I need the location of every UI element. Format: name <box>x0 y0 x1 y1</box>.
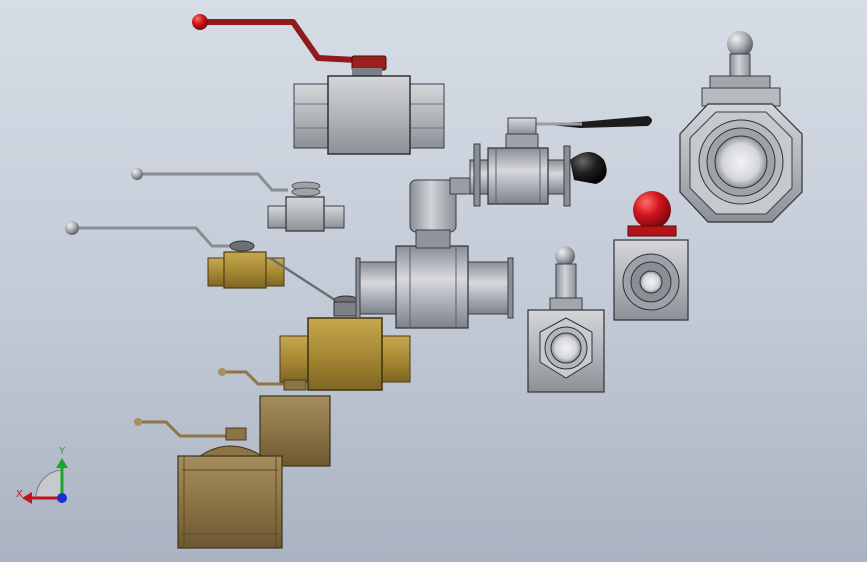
body-icon <box>279 295 411 391</box>
gray-knob-icon[interactable] <box>555 246 577 305</box>
ball-valve-red-lever[interactable] <box>192 14 445 155</box>
wire-handle-icon[interactable] <box>134 418 247 441</box>
red-knob-icon[interactable] <box>627 191 677 237</box>
ball-valve-bronze-large[interactable] <box>134 418 283 549</box>
coordinate-triad: Y X <box>16 446 68 504</box>
body-icon <box>177 445 283 549</box>
hex-port-valve-large[interactable] <box>679 31 803 223</box>
ball-valve-brass-large[interactable] <box>279 295 411 391</box>
ball-valve-bronze[interactable] <box>218 368 331 467</box>
wire-handle-icon[interactable] <box>218 368 284 386</box>
wire-handle-icon[interactable] <box>131 168 288 192</box>
z-axis-dot <box>57 493 67 503</box>
ball-valve-small-gray[interactable] <box>131 168 345 232</box>
sanitary-ball-valve[interactable] <box>469 116 652 207</box>
red-lever-handle-icon[interactable] <box>192 14 387 71</box>
tee-ball-valve[interactable] <box>355 177 514 329</box>
hex-port-valve-small[interactable] <box>527 246 605 393</box>
x-axis-label: X <box>16 489 23 500</box>
square-port-valve-red-knob[interactable] <box>613 191 689 321</box>
wire-handle-icon[interactable] <box>65 221 232 248</box>
y-axis-label: Y <box>58 446 66 457</box>
ball-valve-brass-small[interactable] <box>65 221 339 304</box>
